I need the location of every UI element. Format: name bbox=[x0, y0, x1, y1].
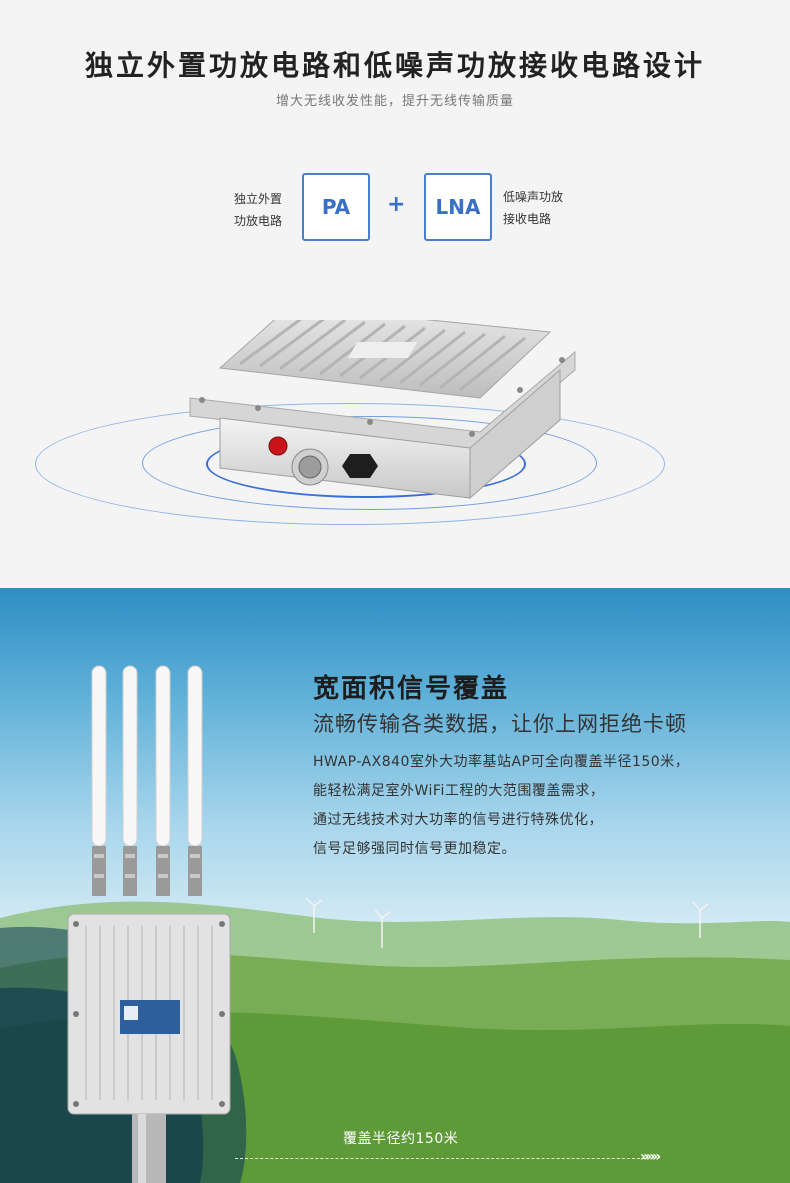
coverage-description-line: 能轻松满足室外WiFi工程的大范围覆盖需求， bbox=[313, 783, 605, 799]
coverage-description-line: 通过无线技术对大功率的信号进行特殊优化， bbox=[313, 812, 603, 828]
coverage-radius-line bbox=[235, 1158, 645, 1159]
pa-description-line1: 独立外置 bbox=[234, 192, 283, 206]
coverage-title: 宽面积信号覆盖 bbox=[313, 674, 510, 704]
lna-description-line2: 接收电路 bbox=[503, 212, 552, 226]
pa-badge: PA bbox=[302, 173, 370, 241]
lna-badge: LNA bbox=[424, 173, 492, 241]
section-title: 独立外置功放电路和低噪声功放接收电路设计 bbox=[84, 49, 705, 82]
double-chevron-right-icon: »»» bbox=[640, 1149, 661, 1165]
section-subtitle: 增大无线收发性能，提升无线传输质量 bbox=[275, 94, 514, 109]
coverage-description: HWAP-AX840室外大功率基站AP可全向覆盖半径150米， 能轻松满足室外W… bbox=[313, 748, 689, 864]
signal-ring-middle bbox=[142, 416, 597, 510]
coverage-description-line: HWAP-AX840室外大功率基站AP可全向覆盖半径150米， bbox=[313, 754, 690, 770]
coverage-section: 宽面积信号覆盖 流畅传输各类数据，让你上网拒绝卡顿 HWAP-AX840室外大功… bbox=[0, 588, 790, 1183]
pa-lna-section: 独立外置功放电路和低噪声功放接收电路设计 增大无线收发性能，提升无线传输质量 独… bbox=[0, 0, 790, 588]
access-point-device-image bbox=[189, 320, 576, 500]
signal-ring-outer bbox=[35, 403, 665, 525]
coverage-subtitle: 流畅传输各类数据，让你上网拒绝卡顿 bbox=[313, 712, 687, 736]
pa-description: 独立外置 功放电路 bbox=[234, 188, 282, 232]
coverage-description-line: 信号足够强同时信号更加稳定。 bbox=[313, 841, 516, 857]
coverage-radius-label: 覆盖半径约150米 bbox=[343, 1131, 459, 1147]
lna-description: 低噪声功放 接收电路 bbox=[503, 186, 563, 230]
plus-sign: + bbox=[387, 192, 406, 217]
landscape-background-image bbox=[0, 665, 790, 1183]
pa-description-line2: 功放电路 bbox=[234, 214, 283, 228]
lna-description-line1: 低噪声功放 bbox=[503, 190, 564, 204]
